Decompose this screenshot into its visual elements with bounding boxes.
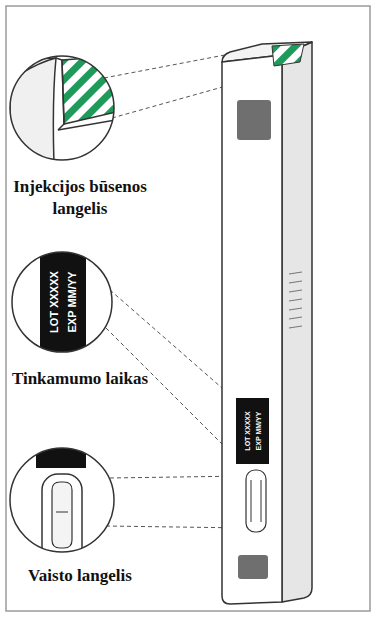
part-name: Injekcijos būsenos langelis: [5, 176, 155, 220]
part-name: Vaisto langelis: [5, 565, 155, 587]
ridge: [289, 290, 302, 292]
medicine-window: [246, 470, 266, 532]
pen-side-face: [282, 42, 312, 602]
ridge: [289, 272, 302, 274]
part-name: Tinkamumo laikas: [5, 368, 155, 390]
injection-pen: [222, 42, 312, 604]
ridge: [289, 326, 302, 328]
expiry-label: [236, 398, 269, 464]
pen-front-face: [222, 55, 282, 604]
ridge: [289, 308, 302, 310]
callout-status-window: [8, 54, 118, 164]
label-print: LOT XXXXX: [49, 271, 60, 333]
ridge: [289, 299, 302, 301]
grey-patch: [238, 555, 268, 579]
frame: [6, 6, 370, 611]
callout-expiry: [10, 250, 114, 354]
injection-status-window: [272, 44, 304, 66]
grip-ridges: [289, 272, 302, 328]
label-print: EXP MM/YY: [255, 412, 262, 451]
label-print: LOT XXXXX: [244, 411, 251, 450]
label-print: EXP MM/YY: [67, 272, 78, 333]
ridge: [289, 317, 302, 319]
grey-window: [237, 100, 271, 140]
ridge: [289, 281, 302, 283]
callout-medicine-window: [8, 446, 118, 570]
